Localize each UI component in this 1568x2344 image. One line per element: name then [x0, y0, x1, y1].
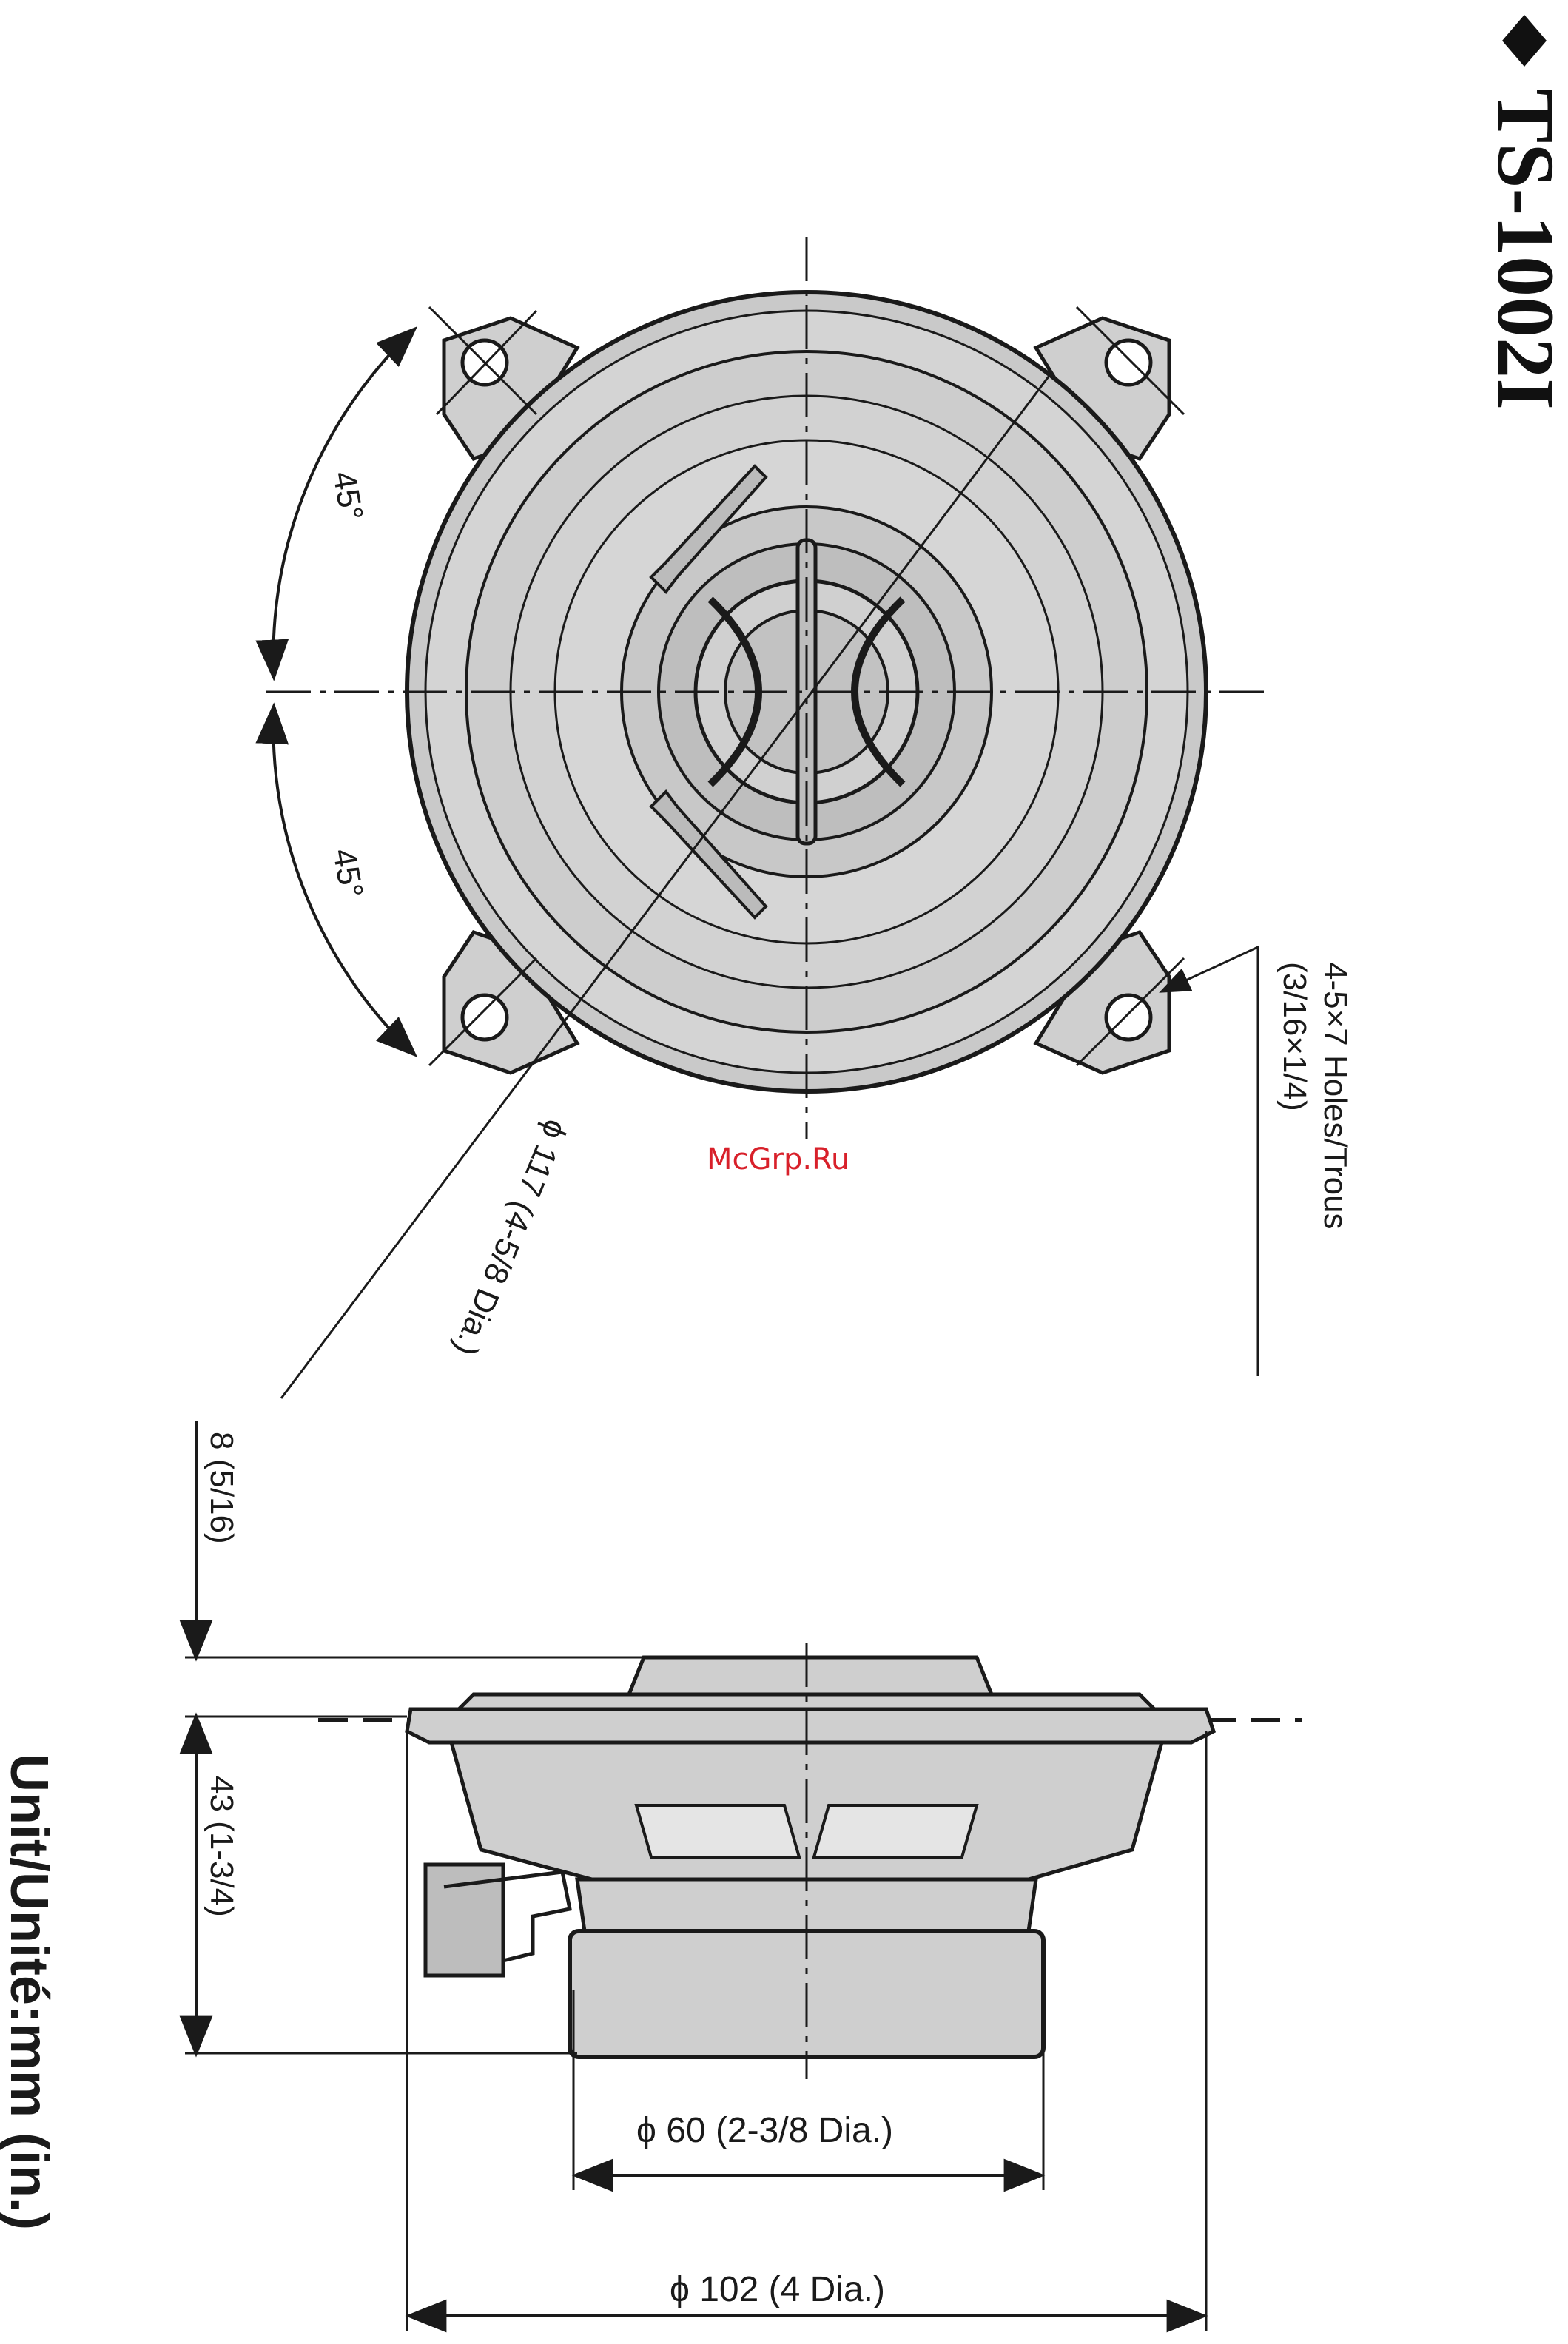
frame-diameter-label: ϕ 102 (4 Dia.): [670, 2270, 885, 2309]
magnet-diameter-label: ϕ 60 (2-3/8 Dia.): [636, 2111, 893, 2150]
mount-depth-label: 8 (5/16): [203, 1432, 240, 1544]
model-title: TS-1002I: [1481, 89, 1568, 410]
watermark: McGrp.Ru: [707, 1142, 849, 1176]
holes-label: 4-5×7 Holes/Trous: [1317, 962, 1353, 1230]
model-title-group: TS-1002I: [1481, 15, 1568, 410]
speaker-front-view: [266, 237, 1273, 1398]
holes-label-inch: (3/16×1/4): [1276, 962, 1313, 1111]
diamond-icon: [1502, 15, 1547, 67]
mount-hole: [1106, 340, 1151, 385]
angle-top-label: 45°: [326, 468, 370, 523]
speaker-side-view: [185, 1421, 1302, 2331]
flange: [407, 1709, 1214, 1742]
mount-hole: [462, 995, 507, 1040]
basket-window-right: [814, 1805, 977, 1857]
basket-window-left: [636, 1805, 799, 1857]
grille-top: [629, 1657, 992, 1694]
mount-hole: [1106, 995, 1151, 1040]
unit-label: Unit/Unité:mm (in.): [0, 1754, 58, 2230]
angle-bottom-label: 45°: [326, 846, 370, 900]
total-depth-label: 43 (1-3/4): [203, 1776, 240, 1917]
